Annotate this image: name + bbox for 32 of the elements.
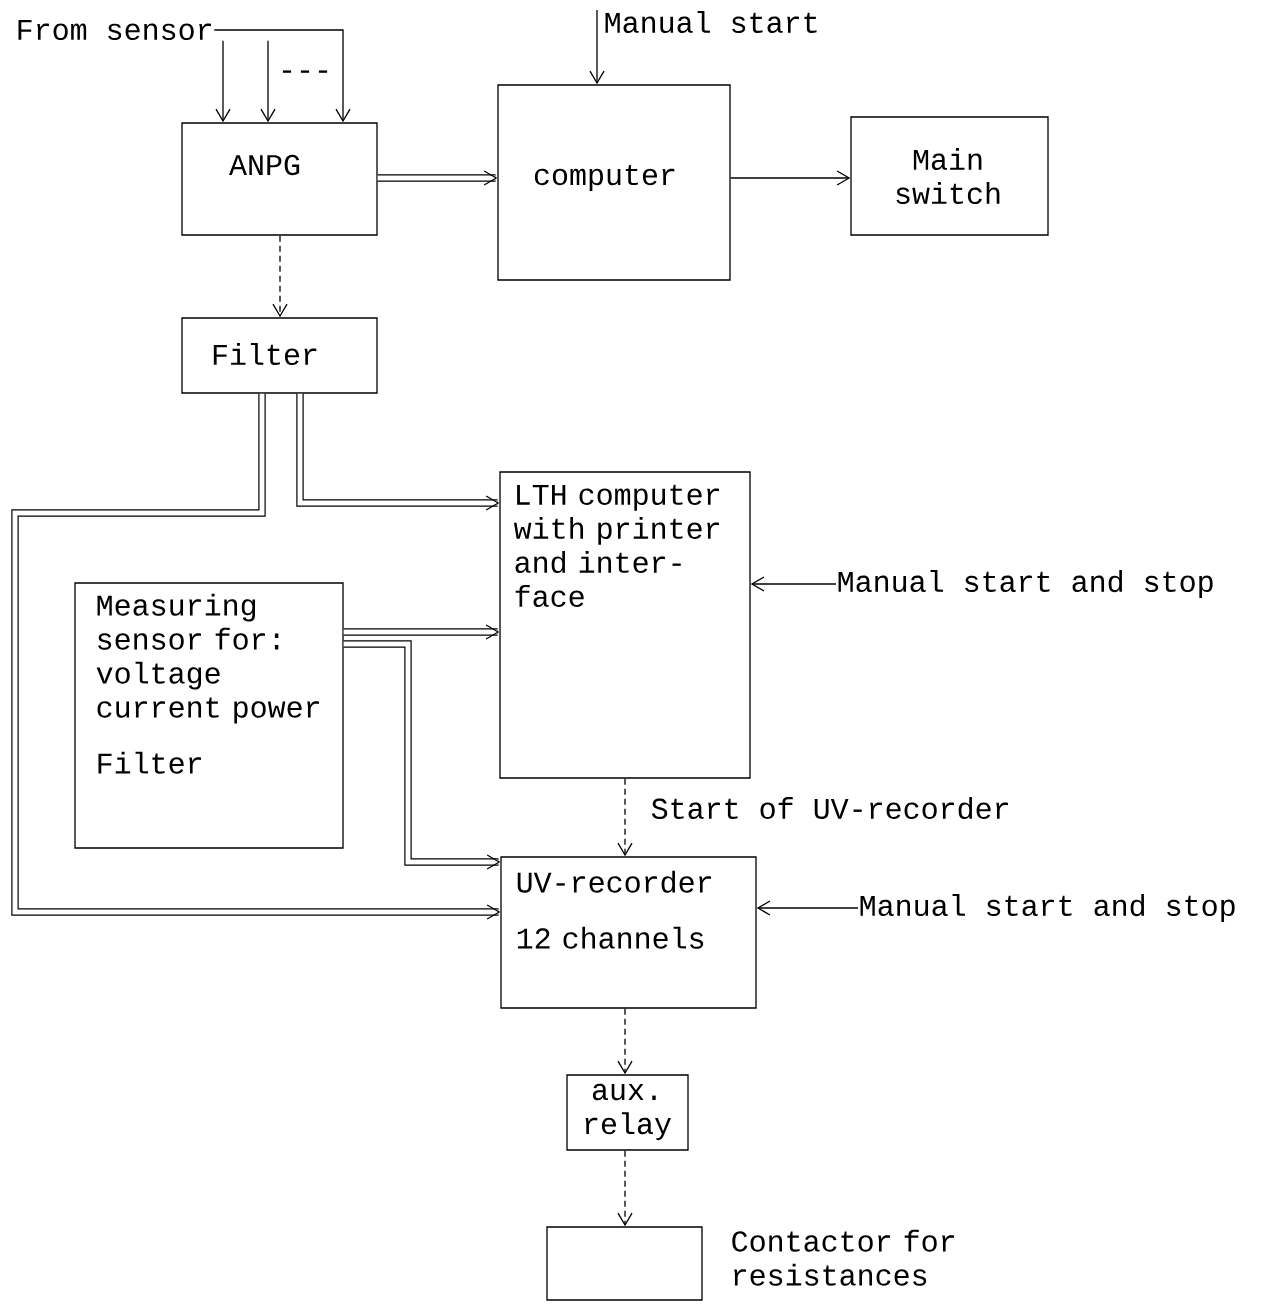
input-label: From sensor [18,19,211,41]
arrow [589,9,605,85]
arrow [377,170,498,186]
edge-label: Start of UV-recorder [651,796,1008,820]
input-label: Manual start and stop [860,894,1235,922]
arrow [260,40,276,123]
process-box: LTH computer with printer and inter- face [499,471,751,779]
process-box: ANPG [181,122,378,236]
box-caption: Contactor for resistances [732,1229,954,1286]
arrow [730,170,851,186]
arrow [343,624,500,640]
arrow [750,576,837,592]
process-box: Main switch [850,116,1049,236]
ellipsis-label: --- [282,70,328,73]
arrow [296,393,500,511]
process-box: computer [497,84,731,281]
arrow [272,235,288,318]
arrow [617,778,633,857]
input-label: Manual start and stop [838,570,1213,598]
process-box: aux. relay [566,1074,689,1151]
arrow [213,29,351,123]
empty-box [546,1226,703,1301]
arrow [215,40,231,123]
arrow [617,1150,633,1227]
input-label: Manual start [605,11,817,33]
process-box: Measuring sensor for: voltage current power Filter [74,582,344,849]
arrow [617,1008,633,1075]
process-box: Filter [181,317,378,394]
arrow [11,393,501,920]
arrow [343,640,501,870]
arrow [756,900,859,916]
process-box: UV-recorder 12 channels [500,856,757,1009]
